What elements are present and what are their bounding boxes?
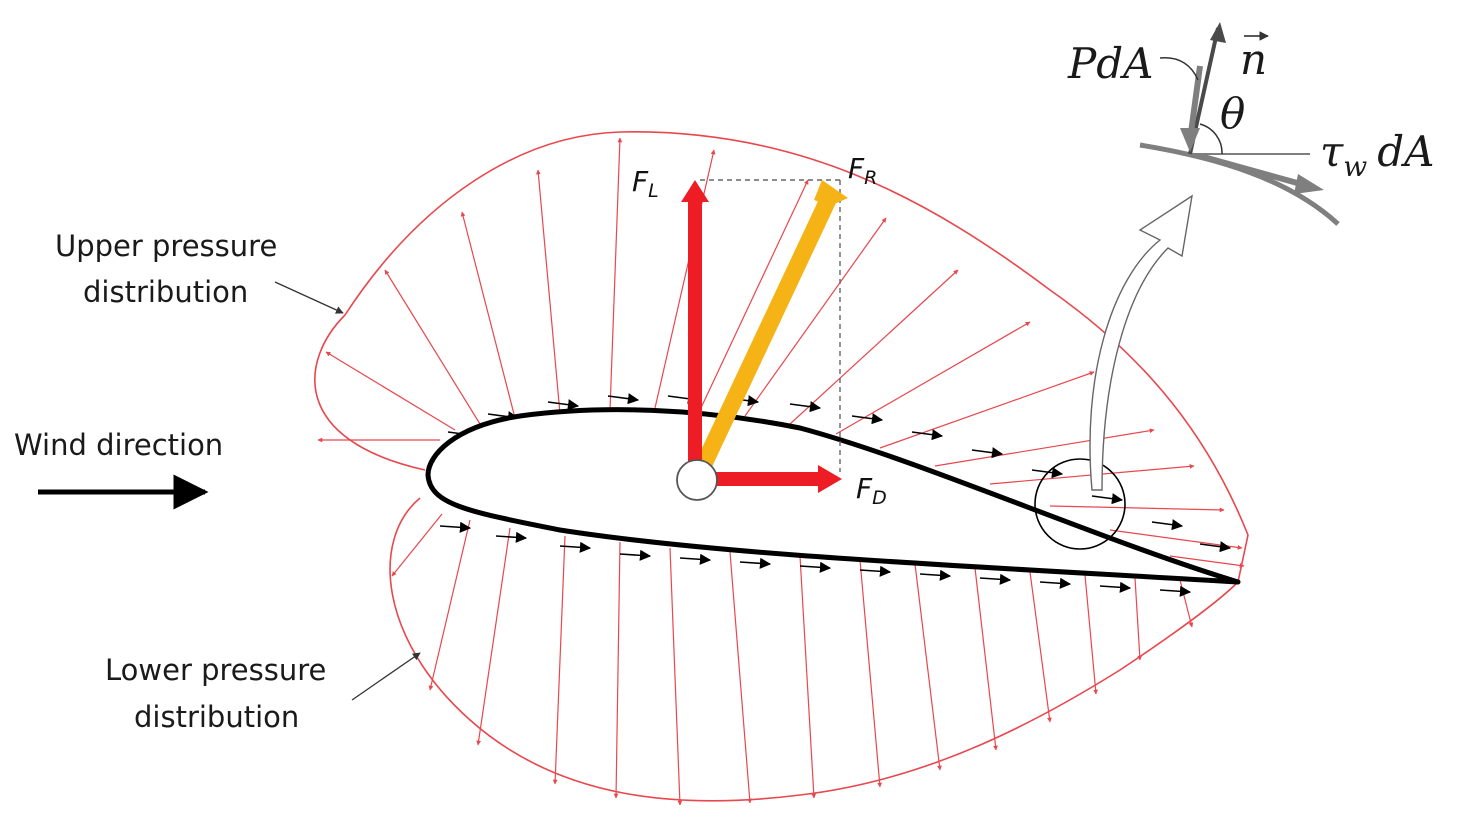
lower-pressure-vectors bbox=[391, 513, 1194, 806]
upper-pressure-vector bbox=[934, 428, 1155, 467]
zoom-circle bbox=[1034, 458, 1126, 550]
shear-arrow-lower bbox=[1159, 585, 1192, 597]
inset-normal-label: n bbox=[1240, 31, 1269, 84]
inset-pressure-leader bbox=[1159, 57, 1199, 81]
shear-arrow-upper bbox=[1151, 519, 1184, 531]
upper-pressure-vector bbox=[1169, 555, 1245, 568]
shear-arrow-upper bbox=[1031, 467, 1064, 479]
inset-angle-label: θ bbox=[1220, 89, 1245, 138]
inset-normal-arrowhead bbox=[1210, 22, 1226, 43]
drag-label: FD bbox=[856, 472, 887, 509]
shear-arrow-lower bbox=[619, 549, 652, 561]
shear-arrow-lower bbox=[495, 531, 528, 543]
upper-pressure-vector bbox=[384, 269, 481, 425]
shear-arrow-upper bbox=[607, 393, 640, 405]
shear-arrow-lower bbox=[859, 565, 892, 577]
shear-arrow-upper bbox=[851, 413, 884, 425]
shear-arrow-upper bbox=[911, 429, 944, 441]
lower-pressure-vector bbox=[552, 535, 566, 785]
lower-pressure-vector bbox=[1179, 579, 1194, 628]
shear-arrow-upper bbox=[1199, 541, 1232, 553]
upper-pressure-vector bbox=[835, 321, 1031, 435]
shear-arrow-lower bbox=[979, 573, 1012, 585]
inset-pressure-arrow bbox=[1187, 65, 1203, 141]
lift-force-arrow bbox=[681, 180, 709, 472]
lower-pressure-vector bbox=[1029, 571, 1052, 723]
shear-arrow-lower bbox=[679, 553, 712, 565]
upper-pressure-vectors bbox=[317, 137, 1245, 568]
upper-pressure-vector bbox=[699, 179, 809, 411]
lower-pressure-vector bbox=[729, 551, 753, 804]
upper-distribution-label-line2: distribution bbox=[83, 275, 248, 309]
drag-force-arrow bbox=[708, 465, 842, 493]
zoom-callout-arrow bbox=[1089, 194, 1193, 491]
upper-distribution-label-line1: Upper pressure bbox=[55, 229, 277, 263]
lower-pressure-vector bbox=[914, 563, 942, 771]
shear-arrow-lower bbox=[919, 569, 952, 581]
upper-pressure-vector bbox=[535, 169, 561, 415]
resultant-force-arrow bbox=[695, 180, 848, 470]
lower-pressure-vector bbox=[974, 567, 998, 751]
svg-text:n: n bbox=[1240, 35, 1267, 84]
inset-shear-arrow bbox=[1199, 153, 1309, 189]
upper-pressure-vector bbox=[609, 137, 623, 411]
shear-arrow-lower bbox=[439, 521, 472, 533]
upper-pressure-envelope bbox=[314, 131, 1249, 583]
inset-pressure-arrowhead bbox=[1180, 128, 1200, 152]
lower-pressure-vector bbox=[1134, 577, 1143, 661]
lower-pressure-vector bbox=[859, 559, 883, 788]
shear-arrow-lower bbox=[559, 541, 592, 553]
shear-arrow-upper bbox=[547, 399, 580, 411]
lower-distribution-label-line2: distribution bbox=[134, 700, 299, 734]
upper-pressure-vector bbox=[789, 269, 959, 425]
upper-pressure-vector bbox=[1049, 505, 1225, 513]
lower-label-leader bbox=[351, 652, 421, 701]
inset-pressure-label: PdA bbox=[1067, 39, 1153, 88]
upper-pressure-vector bbox=[325, 351, 456, 431]
inset-shear-arrowhead bbox=[1294, 174, 1324, 194]
wind-direction-label: Wind direction bbox=[14, 428, 223, 462]
lower-pressure-vector bbox=[799, 555, 817, 799]
force-origin-point bbox=[676, 459, 718, 501]
upper-pressure-vector bbox=[654, 149, 716, 409]
lower-pressure-envelope bbox=[389, 497, 1239, 802]
lower-pressure-vector bbox=[476, 527, 511, 746]
lift-label: FL bbox=[632, 165, 659, 202]
lower-pressure-vector bbox=[391, 513, 443, 577]
lower-distribution-label-line1: Lower pressure bbox=[105, 653, 326, 687]
shear-arrow-upper bbox=[1091, 493, 1124, 505]
shear-arrow-lower bbox=[1099, 581, 1132, 593]
shear-arrow-lower bbox=[1039, 577, 1072, 589]
resultant-label: FR bbox=[848, 152, 877, 189]
lower-pressure-vector bbox=[1084, 574, 1098, 695]
upper-pressure-vector bbox=[744, 217, 887, 417]
upper-pressure-vector bbox=[460, 211, 516, 419]
shear-arrow-upper bbox=[971, 447, 1004, 459]
inset-angle-arc bbox=[1199, 123, 1223, 155]
upper-label-leader bbox=[274, 281, 344, 314]
shear-arrow-lower bbox=[739, 557, 772, 569]
upper-pressure-vector bbox=[879, 371, 1095, 449]
lower-pressure-vector bbox=[669, 547, 683, 806]
airfoil-outline bbox=[425, 407, 1241, 585]
shear-arrow-lower bbox=[799, 561, 832, 573]
lower-pressure-vector bbox=[428, 519, 471, 691]
lower-pressure-vector bbox=[613, 541, 621, 799]
shear-arrow-upper bbox=[789, 401, 822, 413]
